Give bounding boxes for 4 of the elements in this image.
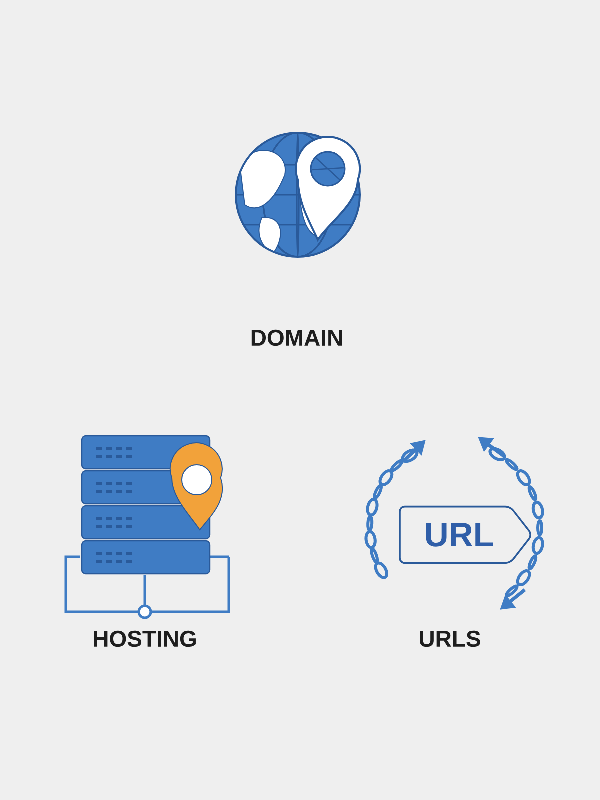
- icon-caption: URLS: [420, 630, 480, 648]
- icon-caption: DOMAIN: [252, 330, 342, 346]
- icon-caption: HOSTING: [94, 630, 196, 648]
- url-tag: URL: [399, 506, 532, 564]
